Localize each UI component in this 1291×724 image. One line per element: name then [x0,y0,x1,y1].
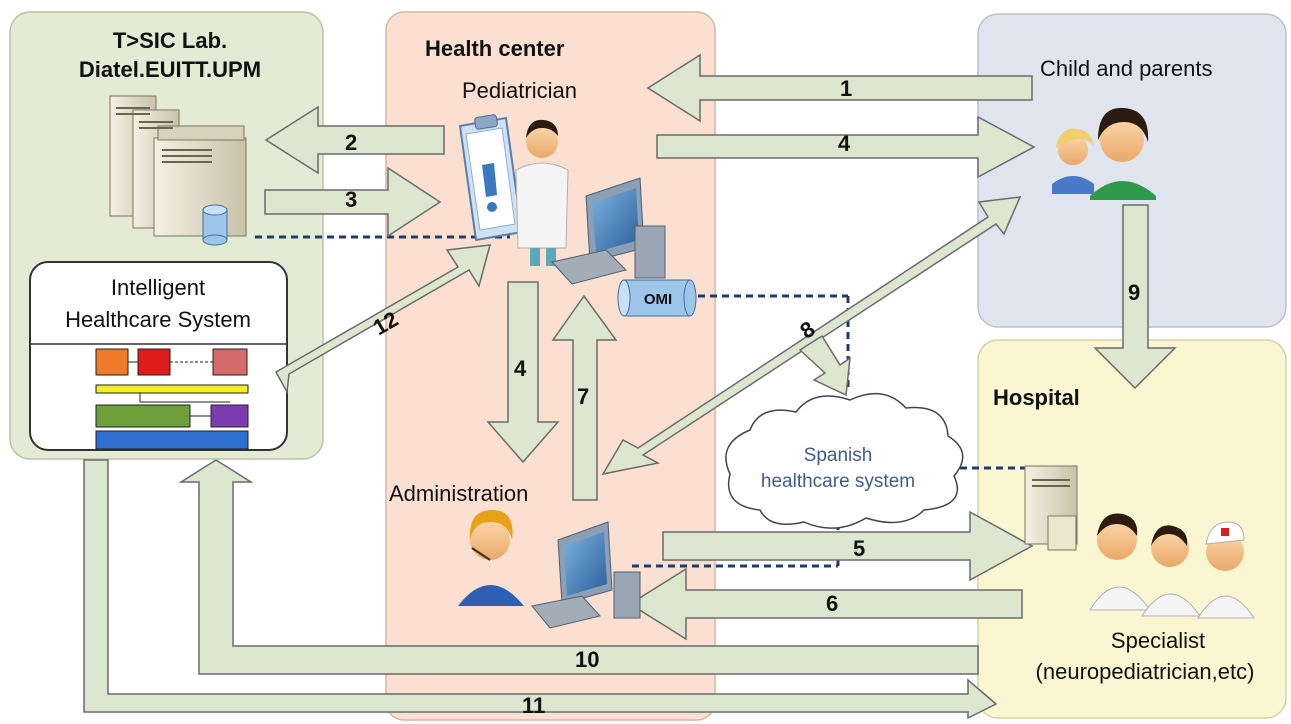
ihs-box: Intelligent Healthcare System [29,261,288,451]
arrow-label-5: 5 [853,536,865,561]
arrow-9 [1093,204,1177,390]
admin-computer-icon [531,521,641,629]
arrow-omi-cloud [798,334,851,397]
arrow-label-11: 11 [522,693,545,718]
arrow-1 [646,53,1033,123]
receptionist-icon [458,510,524,606]
arrow-label-1: 1 [840,76,852,101]
arrow-label-7: 7 [577,384,589,409]
arrow-label-4-top: 4 [838,131,851,156]
omi-label: OMI [644,291,672,308]
database-icon [202,204,228,246]
arrow-2 [264,105,445,175]
arrow-6 [628,567,1023,641]
arrow-11 [83,459,998,720]
ihs-schema-icon [95,348,249,450]
child-parent-icon [1052,107,1156,200]
pediatrician-label: Pediatrician [462,78,577,103]
specialist-label-line2: (neuropediatrician,etc) [1036,659,1255,684]
server-icon [1024,465,1078,551]
cloud-icon: Spanish healthcare system [725,392,964,529]
arrow-4-top [656,115,1036,179]
arrow-5 [662,510,1034,582]
arrow-7-up [551,294,618,501]
lab-title-line1: T>SIC Lab. [113,28,227,53]
arrows [83,53,1177,720]
specialists-icon [1089,513,1255,619]
arrow-10 [178,459,979,675]
administration-label: Administration [389,481,528,506]
child-title: Child and parents [1040,56,1212,81]
arrow-label-4-down: 4 [514,356,527,381]
arrow-label-6: 6 [826,591,838,616]
ihs-label-line2: Healthcare System [65,307,251,332]
hospital-title: Hospital [993,385,1080,410]
server-rack-icon [109,95,247,237]
lab-title-line2: Diatel.EUITT.UPM [79,57,261,82]
doctor-icon [515,119,569,266]
ihs-label-line1: Intelligent [111,275,205,300]
arrow-12 [274,244,492,395]
omi-database-icon: OMI [617,279,697,317]
cloud-label-line1: Spanish [804,445,873,466]
specialist-label-line1: Specialist [1111,628,1205,653]
arrow-label-10: 10 [575,647,599,672]
arrow-4-down [486,281,560,464]
arrow-3 [264,166,442,238]
arrow-label-2: 2 [345,130,357,155]
arrow-label-3: 3 [345,187,357,212]
health-center-title: Health center [425,36,565,61]
arrow-label-9: 9 [1128,280,1140,305]
cloud-label-line2: healthcare system [761,471,915,492]
computer-icon [551,177,666,285]
arrow-8 [601,196,1022,476]
